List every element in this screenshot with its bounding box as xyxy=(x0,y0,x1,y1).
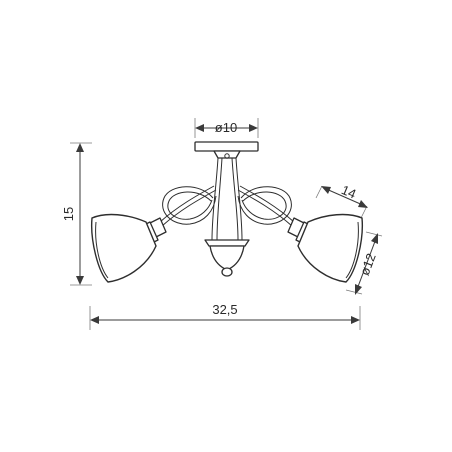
left-arm xyxy=(141,185,217,245)
overall-width-label: 32,5 xyxy=(212,302,237,317)
shade-diameter-dimension: ø12 xyxy=(345,231,383,295)
center-stem xyxy=(211,157,243,241)
shade-length-dimension: 14 xyxy=(315,182,368,219)
height-label: 15 xyxy=(61,207,76,221)
right-shade xyxy=(297,213,364,283)
shade-length-label: 14 xyxy=(339,182,358,201)
mounting-cap xyxy=(213,150,241,159)
left-shade xyxy=(90,213,157,283)
canopy-diameter-label: ø10 xyxy=(215,120,237,135)
overall-width-dimension: 32,5 xyxy=(89,302,361,330)
shade-diameter-label: ø12 xyxy=(357,251,379,277)
lamp-fixture xyxy=(90,141,364,283)
canopy-diameter-dimension: ø10 xyxy=(194,118,259,138)
right-arm xyxy=(237,185,313,245)
ceiling-canopy xyxy=(194,141,259,152)
bottom-finial xyxy=(204,239,250,277)
height-dimension: 15 xyxy=(61,142,92,286)
